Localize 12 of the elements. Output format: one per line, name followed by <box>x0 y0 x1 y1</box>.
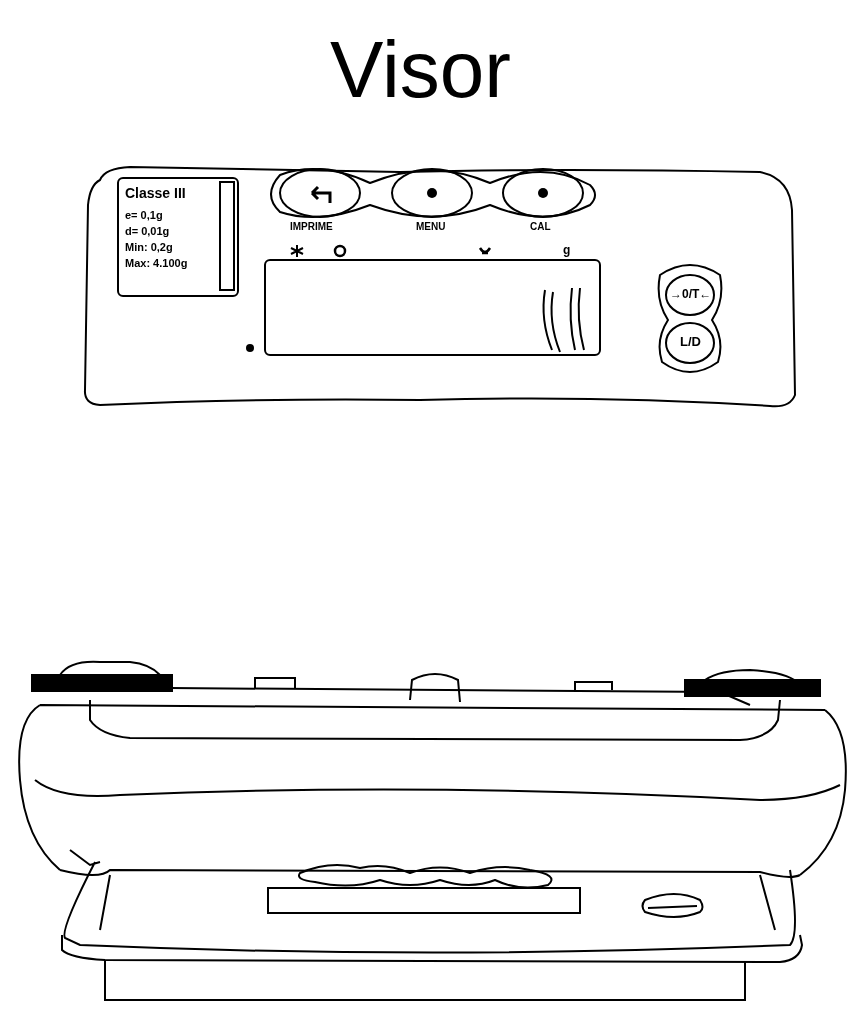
spec-text: Max: 4.100g <box>125 258 188 269</box>
title: Visor <box>330 30 511 110</box>
key-label: MENU <box>416 222 446 232</box>
key-label: CAL <box>530 222 551 232</box>
spec-text: d= 0,01g <box>125 226 170 237</box>
unit-indicator: g <box>563 244 571 256</box>
key-label: IMPRIME <box>290 222 333 232</box>
key-label: L/D <box>680 335 701 348</box>
spec-text: Min: 0,2g <box>125 242 173 253</box>
class-mark: Classe III <box>125 186 186 200</box>
spec-text: e= 0,1g <box>125 210 163 221</box>
key-label: →0/T← <box>670 288 712 300</box>
